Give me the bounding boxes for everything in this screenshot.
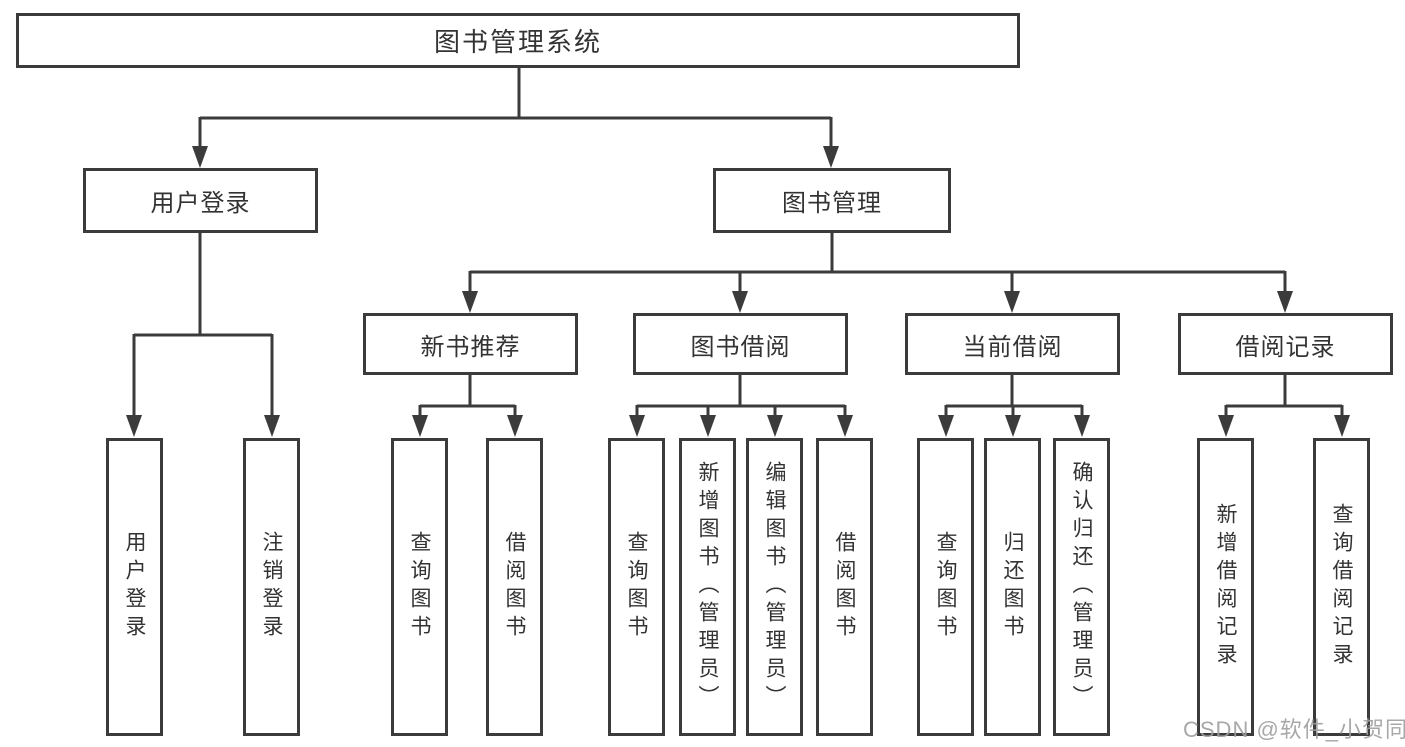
leaf-newbooks-borrow: 借阅图书 [486, 438, 543, 736]
leaf-current-query: 查询图书 [917, 438, 974, 736]
leaf-logout-label: 注销登录 [260, 531, 283, 643]
leaf-borrow-borrow-label: 借阅图书 [833, 531, 856, 643]
leaf-records-query-label: 查询借阅记录 [1330, 503, 1353, 671]
leaf-current-confirm-admin-label: 确认归还（管理员） [1070, 461, 1093, 713]
node-book-borrow-label: 图书借阅 [690, 333, 791, 361]
leaf-borrow-query: 查询图书 [608, 438, 665, 736]
leaf-newbooks-query-label: 查询图书 [408, 531, 431, 643]
leaf-newbooks-query: 查询图书 [391, 438, 448, 736]
leaf-borrow-add-admin: 新增图书（管理员） [679, 438, 736, 736]
node-user-login: 用户登录 [83, 168, 318, 233]
edge-book-borrow-children [635, 375, 847, 420]
leaf-borrow-query-label: 查询图书 [625, 531, 648, 643]
leaf-borrow-edit-admin-label: 编辑图书（管理员） [763, 461, 786, 713]
node-new-book-recommend: 新书推荐 [363, 313, 578, 375]
leaf-records-add-label: 新增借阅记录 [1214, 503, 1237, 671]
edge-book-mgmt-children [468, 233, 1287, 295]
node-root-system: 图书管理系统 [16, 13, 1020, 68]
node-book-management-label: 图书管理 [782, 190, 882, 217]
edge-borrow-records-children [1224, 375, 1344, 420]
arrowheads [126, 146, 1350, 437]
leaf-records-query: 查询借阅记录 [1313, 438, 1370, 736]
node-current-borrow: 当前借阅 [905, 313, 1120, 375]
edge-new-books-children [418, 375, 517, 420]
leaf-user-login-label: 用户登录 [123, 531, 146, 643]
leaf-user-login: 用户登录 [106, 438, 163, 736]
leaf-borrow-borrow: 借阅图书 [816, 438, 873, 736]
leaf-borrow-add-admin-label: 新增图书（管理员） [696, 461, 719, 713]
node-book-management: 图书管理 [713, 168, 951, 233]
leaf-current-return: 归还图书 [984, 438, 1041, 736]
node-current-borrow-label: 当前借阅 [962, 333, 1063, 361]
node-root-system-label: 图书管理系统 [433, 27, 602, 57]
leaf-current-return-label: 归还图书 [1001, 531, 1024, 643]
leaf-current-query-label: 查询图书 [934, 531, 957, 643]
node-book-borrow: 图书借阅 [633, 313, 848, 375]
node-user-login-label: 用户登录 [150, 190, 251, 217]
leaf-newbooks-borrow-label: 借阅图书 [503, 531, 526, 643]
node-borrow-records-label: 借阅记录 [1235, 333, 1336, 361]
leaf-logout: 注销登录 [243, 438, 300, 736]
leaf-current-confirm-admin: 确认归还（管理员） [1053, 438, 1110, 736]
edge-root-to-level2 [198, 68, 833, 150]
node-borrow-records: 借阅记录 [1178, 313, 1393, 375]
edge-user-login-children [132, 233, 274, 420]
edge-current-borrow-children [944, 375, 1084, 420]
leaf-records-add: 新增借阅记录 [1197, 438, 1254, 736]
csdn-watermark: CSDN @软件_小贺同学 [1183, 717, 1405, 742]
node-new-book-recommend-label: 新书推荐 [420, 333, 521, 361]
leaf-borrow-edit-admin: 编辑图书（管理员） [746, 438, 803, 736]
